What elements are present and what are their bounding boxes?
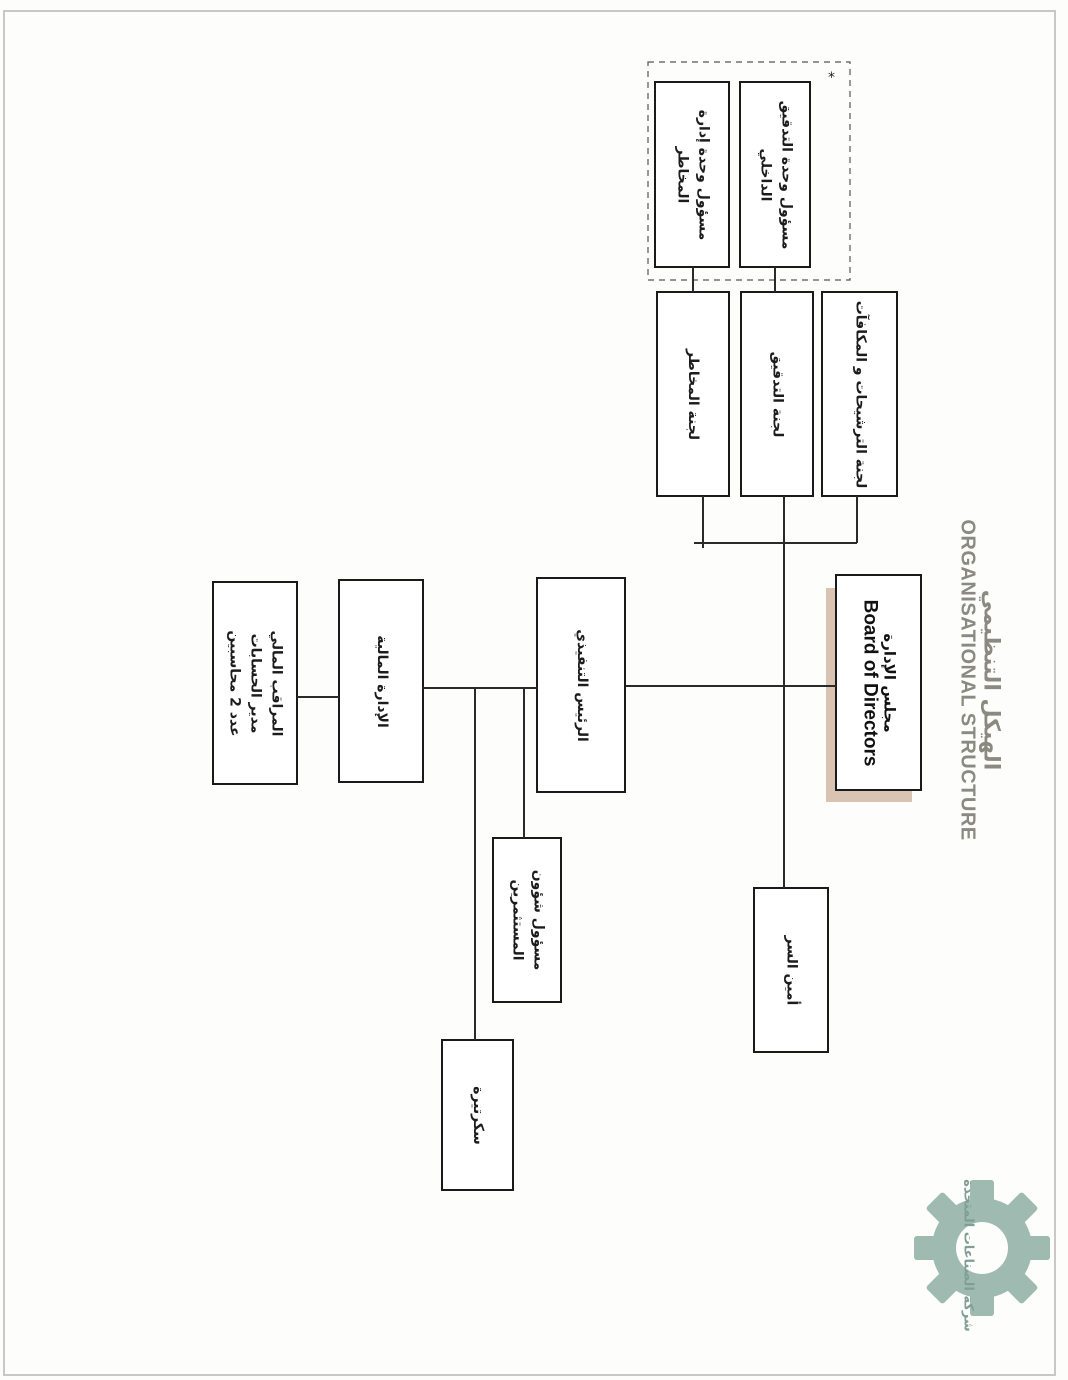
- risk-officer-label: مسؤول وحدة إدارة المخاطر: [655, 82, 729, 267]
- finance-staff-line3: عدد 2 محاسبين: [226, 629, 243, 737]
- finance-dept-label: الإدارة المالية: [373, 634, 390, 728]
- risk-officer-line1: مسؤول وحدة إدارة: [695, 109, 712, 240]
- title-arabic: الهيكل التنظيمي: [979, 589, 1005, 771]
- internal-audit-officer-box: [739, 81, 811, 268]
- finance-dept-box: [338, 579, 424, 783]
- risk-officer-box: [654, 81, 730, 268]
- board-label-english: Board of Directors: [859, 599, 881, 766]
- company-logo: [914, 1180, 1050, 1316]
- audit-committee-label: لجنة التدقيق: [769, 351, 786, 437]
- investor-relations-line2: المستثمرين: [509, 879, 525, 961]
- secretary-box: [441, 1039, 514, 1191]
- board-box: [835, 574, 922, 791]
- page-border: [3, 10, 1056, 1376]
- finance-staff-label: المراقب المالي مدير الحسابات عدد 2 محاسب…: [213, 582, 297, 784]
- finance-staff-box: [212, 581, 298, 785]
- finance-staff-line1: المراقب المالي: [268, 630, 285, 736]
- connector-lines: [297, 267, 858, 1040]
- nomination-committee-label: لجنة الترشيحات و المكافآت: [852, 300, 868, 488]
- ceo-box: [536, 577, 626, 793]
- board-label: مجلس الإدارة Board of Directors: [836, 575, 921, 790]
- risk-officer-line2: المخاطر: [674, 146, 691, 203]
- title-english: ORGANISATIONAL STRUCTURE: [957, 519, 980, 841]
- internal-audit-officer-label: مسؤول وحدة التدقيق الداخلي: [740, 82, 810, 267]
- finance-staff-line2: مدير الحسابات: [247, 633, 264, 733]
- nomination-committee-box: [821, 291, 898, 497]
- risk-committee-label: لجنة المخاطر: [685, 348, 702, 440]
- logo-caption: شركة الصناعات المتحدة: [960, 1178, 976, 1332]
- board-secretary-box: [753, 887, 829, 1053]
- internal-audit-officer-line1: مسؤول وحدة التدقيق: [778, 100, 795, 249]
- audit-committee-box: [740, 291, 814, 497]
- page-title: الهيكل التنظيمي ORGANISATIONAL STRUCTURE: [940, 500, 1020, 860]
- internal-audit-officer-line2: الداخلي: [757, 148, 774, 201]
- secretary-label: سكرتيرة: [469, 1085, 486, 1145]
- investor-relations-box: [492, 837, 562, 1003]
- board-label-arabic: مجلس الإدارة: [880, 632, 899, 733]
- risk-committee-box: [656, 291, 730, 497]
- ceo-label: الرئيس التنفيذي: [573, 628, 590, 742]
- footnote-marker: *: [828, 70, 835, 86]
- independent-units-frame: [647, 61, 851, 281]
- board-secretary-label: أمين السر: [783, 935, 800, 1005]
- investor-relations-line1: مسؤول شؤون: [530, 869, 546, 971]
- investor-relations-label: مسؤول شؤون المستثمرين: [493, 838, 561, 1002]
